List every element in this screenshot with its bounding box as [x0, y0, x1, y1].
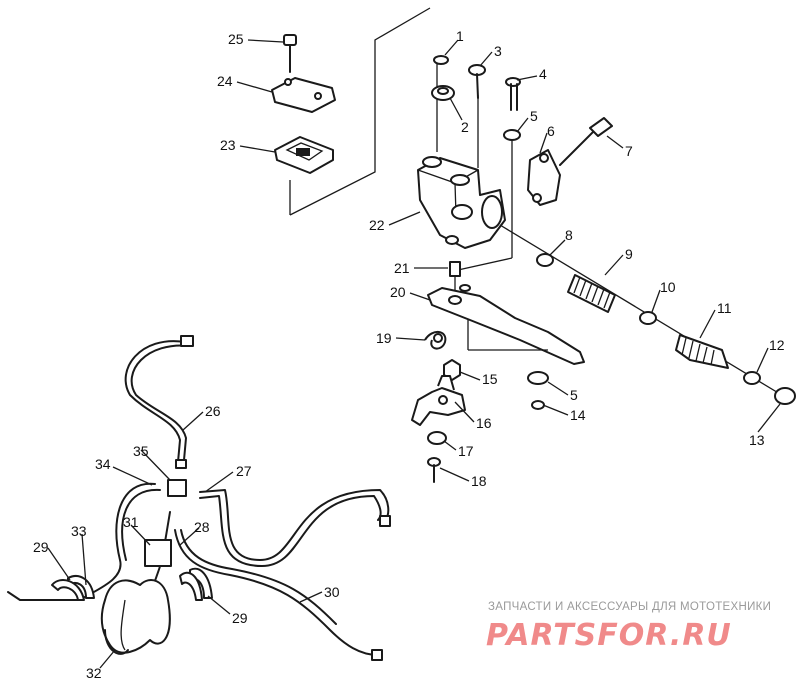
- callout-35: 35: [133, 443, 149, 459]
- brake-switch: [527, 117, 613, 206]
- callout-32: 32: [86, 665, 102, 681]
- callout-8: 8: [565, 227, 573, 243]
- callout-4: 4: [539, 66, 547, 82]
- reservoir-assembly: [271, 7, 431, 216]
- callout-31: 31: [123, 514, 139, 530]
- callout-3: 3: [494, 43, 502, 59]
- callout-10: 10: [660, 279, 676, 295]
- master-cylinder-body: [417, 60, 506, 249]
- callout-19: 19: [376, 330, 392, 346]
- leader-lines: [47, 39, 781, 669]
- callout-18: 18: [471, 473, 487, 489]
- callout-6: 6: [547, 123, 555, 139]
- watermark: ЗАПЧАСТИ И АКСЕССУАРЫ ДЛЯ МОТОТЕХНИКИ PA…: [486, 601, 771, 653]
- watermark-tagline: ЗАПЧАСТИ И АКСЕССУАРЫ ДЛЯ МОТОТЕХНИКИ: [488, 601, 771, 613]
- callout-5-lower: 5: [570, 387, 578, 403]
- brake-lines: [7, 335, 391, 661]
- callout-20: 20: [390, 284, 406, 300]
- callout-21: 21: [394, 260, 410, 276]
- callout-30: 30: [324, 584, 340, 600]
- callout-33: 33: [71, 523, 87, 539]
- callout-29-right: 29: [232, 610, 248, 626]
- callout-24: 24: [217, 73, 233, 89]
- callout-14: 14: [570, 407, 586, 423]
- callout-labels: 1 2 3 4 5 6 7 8 9 10 11 12 13 14 15 16 1…: [33, 28, 785, 681]
- callout-27: 27: [236, 463, 252, 479]
- callout-5: 5: [530, 108, 538, 124]
- callout-11: 11: [717, 300, 732, 316]
- callout-16: 16: [476, 415, 492, 431]
- lever-assembly: [411, 261, 585, 483]
- callout-2: 2: [461, 119, 469, 135]
- callout-13: 13: [749, 432, 765, 448]
- top-small-parts: [431, 55, 521, 271]
- callout-26: 26: [205, 403, 221, 419]
- callout-17: 17: [458, 443, 474, 459]
- piston-assembly: [499, 224, 796, 405]
- callout-15: 15: [482, 371, 498, 387]
- callout-23: 23: [220, 137, 236, 153]
- callout-7: 7: [625, 143, 633, 159]
- callout-22: 22: [369, 217, 385, 233]
- watermark-brand: PARTSFOR.RU: [486, 618, 732, 653]
- callout-28: 28: [194, 519, 210, 535]
- callout-12: 12: [769, 337, 785, 353]
- callout-25: 25: [228, 31, 244, 47]
- callout-9: 9: [625, 246, 633, 262]
- callout-1: 1: [456, 28, 464, 44]
- callout-29: 29: [33, 539, 49, 555]
- callout-34: 34: [95, 456, 111, 472]
